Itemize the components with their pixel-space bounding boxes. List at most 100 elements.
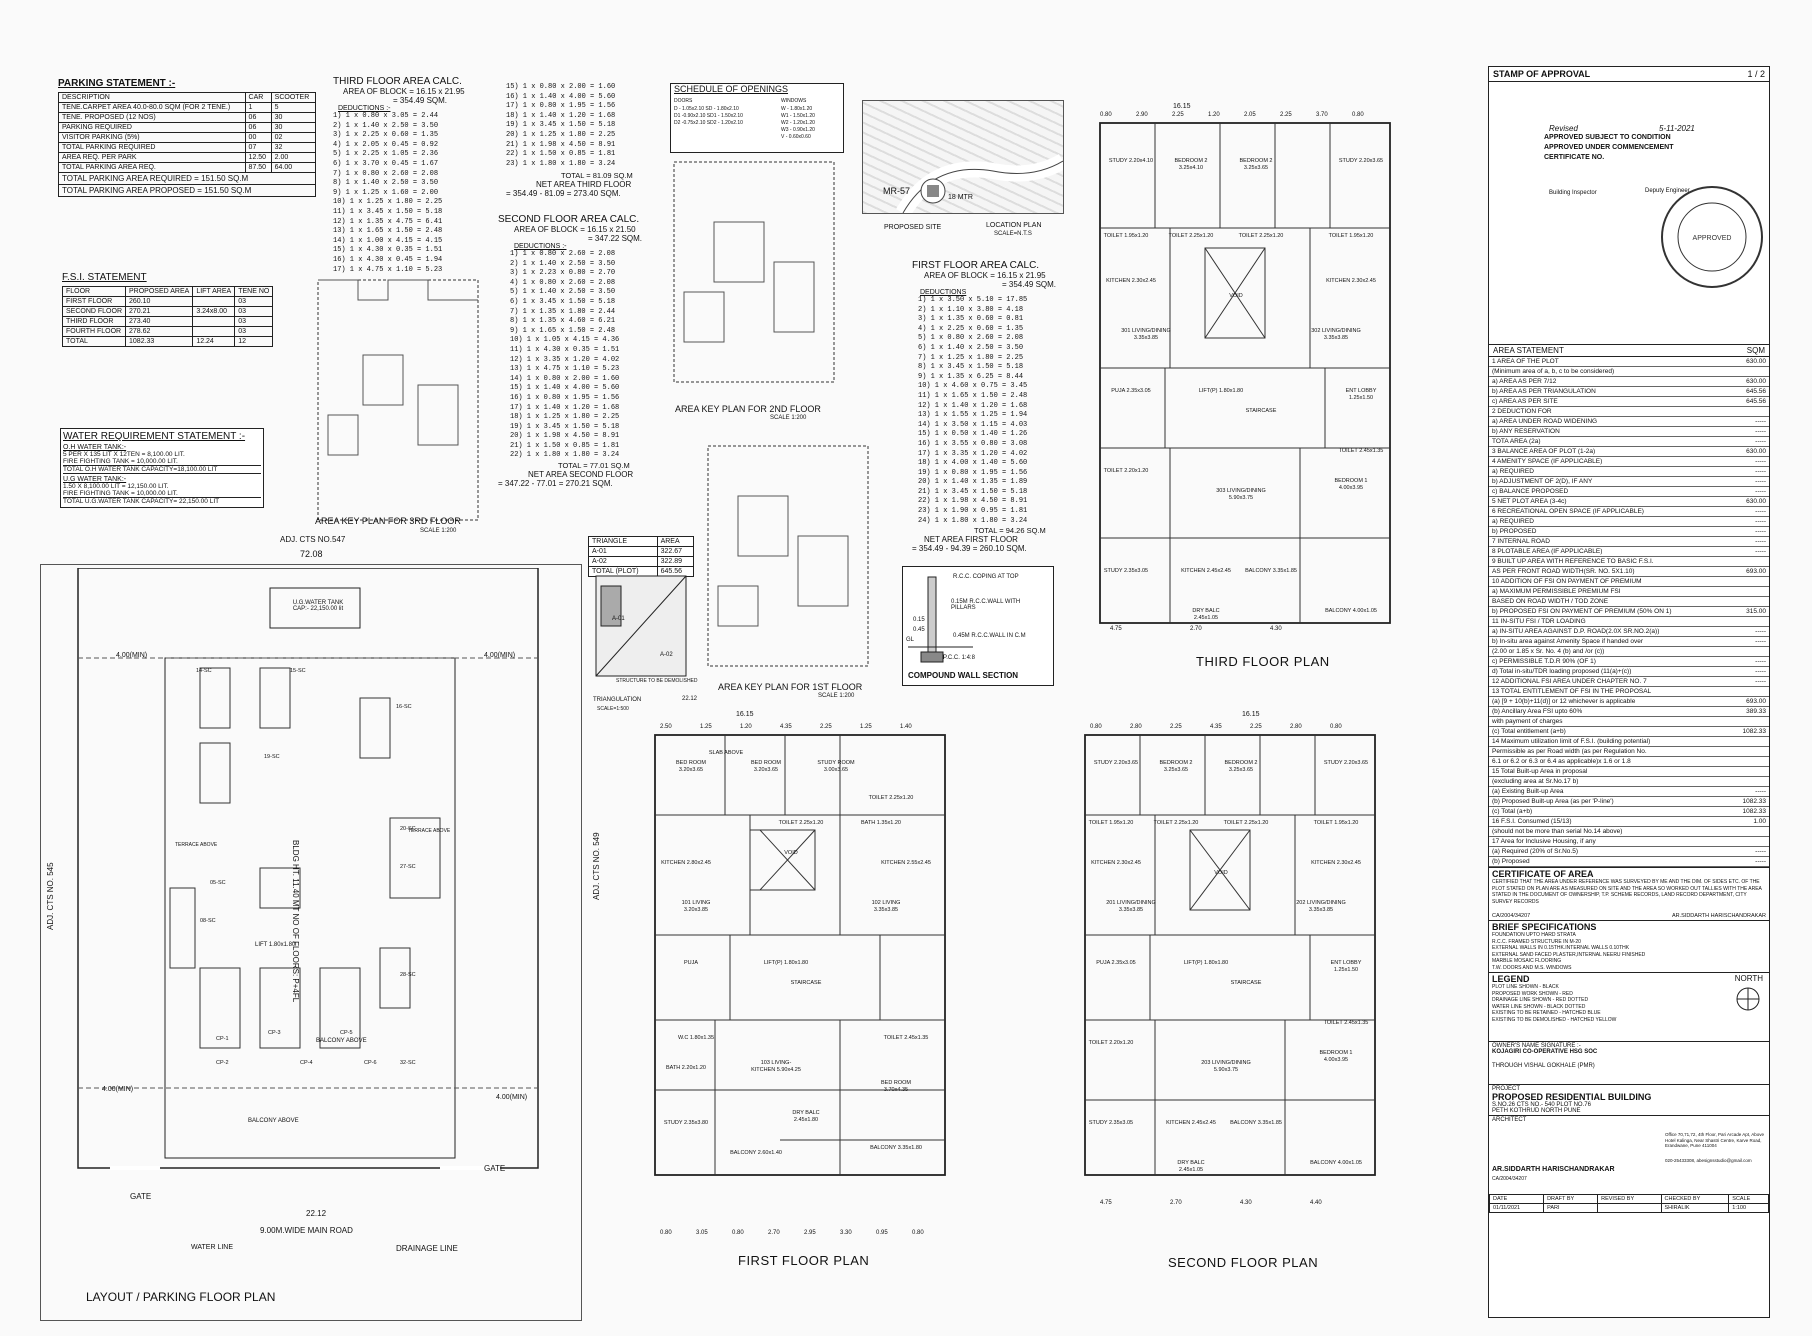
dimension-label: 2.25 bbox=[1172, 112, 1184, 118]
room-label: TOILET 2.20x1.20 bbox=[1103, 468, 1149, 474]
area-row-value: 630.00 bbox=[1746, 498, 1766, 505]
room-label: STUDY ROOM 3.00x3.65 bbox=[817, 760, 855, 773]
room-label: STUDY 2.20x3.65 bbox=[1323, 760, 1369, 766]
water-line-label: WATER LINE bbox=[191, 1244, 234, 1251]
triangle-dim: 22.12 bbox=[682, 696, 698, 702]
footer-value: PARI bbox=[1543, 1203, 1599, 1213]
calc-line: 11) 1 x 4.30 x 0.35 = 1.51 bbox=[510, 345, 620, 354]
calc-line: 20) 1 x 1.98 x 4.50 = 8.91 bbox=[510, 432, 620, 441]
area-row: a) REQUIRED----- bbox=[1489, 517, 1769, 527]
area-row: a) REQUIRED----- bbox=[1489, 467, 1769, 477]
calc-line: 5) 1 x 0.80 x 2.60 = 2.08 bbox=[918, 334, 1024, 343]
spec-line: R.C.C. FRAMED STRUCTURE IN M-20 bbox=[1492, 938, 1581, 945]
calc-line: 3) 1 x 2.25 x 0.60 = 1.35 bbox=[333, 131, 439, 140]
dimension-label: 2.80 bbox=[1290, 724, 1302, 730]
window-item: W2 - 1.20x1.20 bbox=[781, 120, 815, 126]
calc-line: 1) 1 x 0.80 x 3.05 = 2.44 bbox=[333, 112, 439, 120]
cell: 06 bbox=[244, 112, 272, 123]
room-label: TOILET 2.25x1.20 bbox=[1153, 820, 1199, 826]
certificate-title: CERTIFICATE OF AREA bbox=[1492, 869, 1594, 879]
dimension-label: 0.80 bbox=[732, 1230, 744, 1236]
dimension-label: 2.95 bbox=[804, 1230, 816, 1236]
parking-header: DESCRIPTION bbox=[58, 92, 246, 103]
room-label: KITCHEN 2.80x2.45 bbox=[661, 860, 711, 866]
area-row-label: (b) Proposed bbox=[1492, 858, 1530, 865]
parking-slot-label: 14-SC bbox=[196, 668, 212, 674]
room-label: STUDY 2.20x3.65 bbox=[1093, 760, 1139, 766]
key-plan-1st-sketch bbox=[707, 445, 869, 667]
area-row: 9 BUILT UP AREA WITH REFERENCE TO BASIC … bbox=[1489, 557, 1769, 567]
fsi-table: FLOOR PROPOSED AREA LIFT AREA TENE NO FI… bbox=[61, 286, 274, 347]
area-row: (2.00 or 1.85 x Sr. No. 4 (b) and /or (c… bbox=[1489, 647, 1769, 657]
area-row: 16 F.S.I. Consumed (15/13)1.00 bbox=[1489, 817, 1769, 827]
road-label: 18 MTR bbox=[948, 194, 973, 201]
oh-line: 5 PER X 135 LIT X 12TEN = 8,100.00 LIT. bbox=[63, 451, 185, 458]
area-row-value: ----- bbox=[1755, 628, 1766, 635]
stamp-area: Revised 5-11-2021 APPROVED SUBJECT TO CO… bbox=[1489, 82, 1769, 345]
room-label: TOILET 1.95x1.20 bbox=[1103, 233, 1149, 239]
area-row: (excluding area at Sr.No.17 b) bbox=[1489, 777, 1769, 787]
area-row-value: ----- bbox=[1755, 428, 1766, 435]
net-value: = 347.22 - 77.01 = 270.21 SQM. bbox=[498, 479, 613, 489]
legend-title: LEGEND bbox=[1492, 974, 1530, 984]
ug-tank-label: U.G.WATER TANK CAP:- 22,150.00 lit bbox=[292, 600, 344, 612]
layout-title: LAYOUT / PARKING FLOOR PLAN bbox=[86, 1290, 276, 1304]
proposed-site-label: PROPOSED SITE bbox=[884, 224, 942, 231]
area-row-value: ----- bbox=[1755, 538, 1766, 545]
area-row-label: 12 ADDITIONAL FSI AREA UNDER CHAPTER NO.… bbox=[1492, 678, 1647, 685]
fsi-statement: F.S.I. STATEMENT FLOOR PROPOSED AREA LIF… bbox=[61, 272, 274, 347]
dimension-label: 1.40 bbox=[900, 724, 912, 730]
footer-header: DRAFT BY bbox=[1543, 1194, 1599, 1204]
calc-line: 19) 1 x 3.45 x 1.50 = 5.18 bbox=[506, 121, 616, 130]
area-row-label: (2.00 or 1.85 x Sr. No. 4 (b) and /or (c… bbox=[1492, 648, 1605, 655]
parking-slot-label: 20-SC bbox=[400, 826, 416, 832]
area-row-label: 5 NET PLOT AREA (3-4c) bbox=[1492, 498, 1567, 505]
area-row: 7 INTERNAL ROAD----- bbox=[1489, 537, 1769, 547]
cell: TENE. PROPOSED (12 NOS) bbox=[58, 112, 246, 123]
area-row: (a) [9 + 10(b)+11(d)] or 12 whichever is… bbox=[1489, 697, 1769, 707]
project-title: PROPOSED RESIDENTIAL BUILDING bbox=[1492, 1092, 1652, 1102]
area-row-value: 630.00 bbox=[1746, 358, 1766, 365]
room-label: SLAB ABOVE bbox=[708, 750, 744, 756]
area-row-value: ----- bbox=[1755, 658, 1766, 665]
calc-line: 9) 1 x 1.25 x 1.60 = 2.00 bbox=[333, 188, 439, 197]
wall-dim: 0.45 bbox=[913, 627, 925, 633]
room-label: KITCHEN 2.30x2.45 bbox=[1106, 278, 1156, 284]
area-row-label: 6 RECREATIONAL OPEN SPACE (IF APPLICABLE… bbox=[1492, 508, 1644, 515]
second-floor-title: SECOND FLOOR PLAN bbox=[1168, 1255, 1319, 1270]
room-label: PUJA 2.35x3.05 bbox=[1096, 960, 1136, 966]
openings-title: SCHEDULE OF OPENINGS bbox=[674, 84, 789, 94]
dimension-label: 2.70 bbox=[768, 1230, 780, 1236]
area-row-label: (a) Existing Built-up Area bbox=[1492, 788, 1564, 795]
cell: TENE.CARPET AREA 40.0-80.0 SQM (FOR 2 TE… bbox=[58, 102, 246, 113]
stamp-line1: APPROVED SUBJECT TO CONDITION bbox=[1544, 134, 1671, 141]
room-label: TOILET 1.95x1.20 bbox=[1328, 233, 1374, 239]
area-row: 5 NET PLOT AREA (3-4c) 630.00 bbox=[1489, 497, 1769, 507]
cell: 12.24 bbox=[192, 336, 236, 347]
room-label: DRY BALC 2.45x1.80 bbox=[792, 1110, 820, 1123]
room-label: DRY BALC 2.45x1.05 bbox=[1192, 608, 1220, 621]
room-label: BALCONY 3.35x1.85 bbox=[1230, 1120, 1282, 1126]
footer-header: DATE bbox=[1488, 1194, 1545, 1204]
cell: A-01 bbox=[588, 546, 658, 557]
gl-label: GL bbox=[906, 637, 915, 643]
room-label: TOILET 2.45x1.35 bbox=[1338, 448, 1384, 454]
footer-header: REVISED BY bbox=[1597, 1194, 1662, 1204]
calc-line: 15) 1 x 1.40 x 4.00 = 5.60 bbox=[510, 384, 620, 393]
room-label: STUDY 2.35x3.05 bbox=[1088, 1120, 1134, 1126]
spec-line: FOUNDATION UPTO HARD STRATA bbox=[1492, 932, 1576, 938]
area-row-value: ----- bbox=[1755, 418, 1766, 425]
area-row-label: c) BALANCE PROPOSED bbox=[1492, 488, 1569, 495]
area-row-label: 11 IN-SITU FSI / TDR LOADING bbox=[1492, 618, 1586, 625]
calc-line: 22) 1 x 1.98 x 4.50 = 8.91 bbox=[918, 497, 1028, 506]
area-row-label: (b) Ancillary Area FSI upto 60% bbox=[1492, 708, 1583, 715]
area-row-label: b) AREA AS PER TRIANGULATION bbox=[1492, 388, 1596, 395]
cell: 02 bbox=[270, 132, 317, 143]
net-title: NET AREA THIRD FLOOR bbox=[536, 180, 632, 190]
cell: 03 bbox=[234, 306, 274, 317]
oh-tank-title: O.H WATER TANK:- bbox=[63, 444, 127, 451]
